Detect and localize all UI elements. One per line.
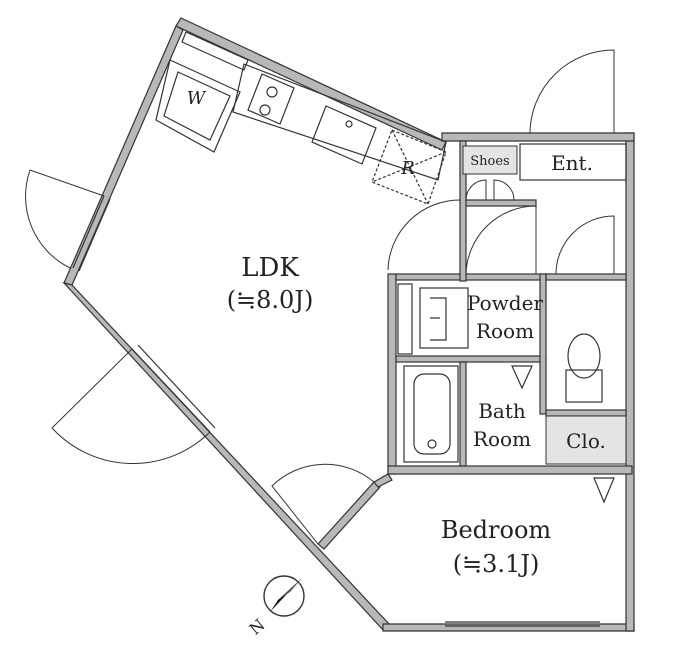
washer xyxy=(155,59,241,153)
powder-room-line1: Powder xyxy=(467,291,543,315)
windows xyxy=(72,195,600,627)
ldk-area: (≒8.0J) xyxy=(227,286,314,314)
doors xyxy=(25,49,615,545)
bathtub-icon xyxy=(403,365,533,463)
sink-icon xyxy=(311,105,377,165)
powder-room xyxy=(397,283,469,355)
closet: Clo. xyxy=(545,415,627,504)
bedroom-area: (≒3.1J) xyxy=(453,550,540,578)
ldk-name: LDK xyxy=(241,253,299,283)
entrance-label: Ent. xyxy=(551,151,593,175)
entrance-area: Shoes Ent. xyxy=(462,143,627,181)
interior-walls xyxy=(317,140,633,550)
bath-room-line1: Bath xyxy=(478,399,526,423)
bedroom-name: Bedroom xyxy=(441,516,552,544)
outer-walls xyxy=(62,17,635,632)
compass-north-label: N xyxy=(246,615,269,639)
washer-label: W xyxy=(187,88,207,109)
shoes-label: Shoes xyxy=(470,154,509,169)
kitchen: W R xyxy=(155,31,447,205)
refrigerator-label: R xyxy=(400,158,415,179)
toilet-icon xyxy=(565,333,603,403)
stove-icon xyxy=(247,73,295,125)
refrigerator: R xyxy=(371,129,447,205)
powder-room-line2: Room xyxy=(476,319,534,343)
closet-label: Clo. xyxy=(566,429,606,453)
compass-icon: N xyxy=(246,575,305,639)
bath-room-line2: Room xyxy=(473,427,531,451)
